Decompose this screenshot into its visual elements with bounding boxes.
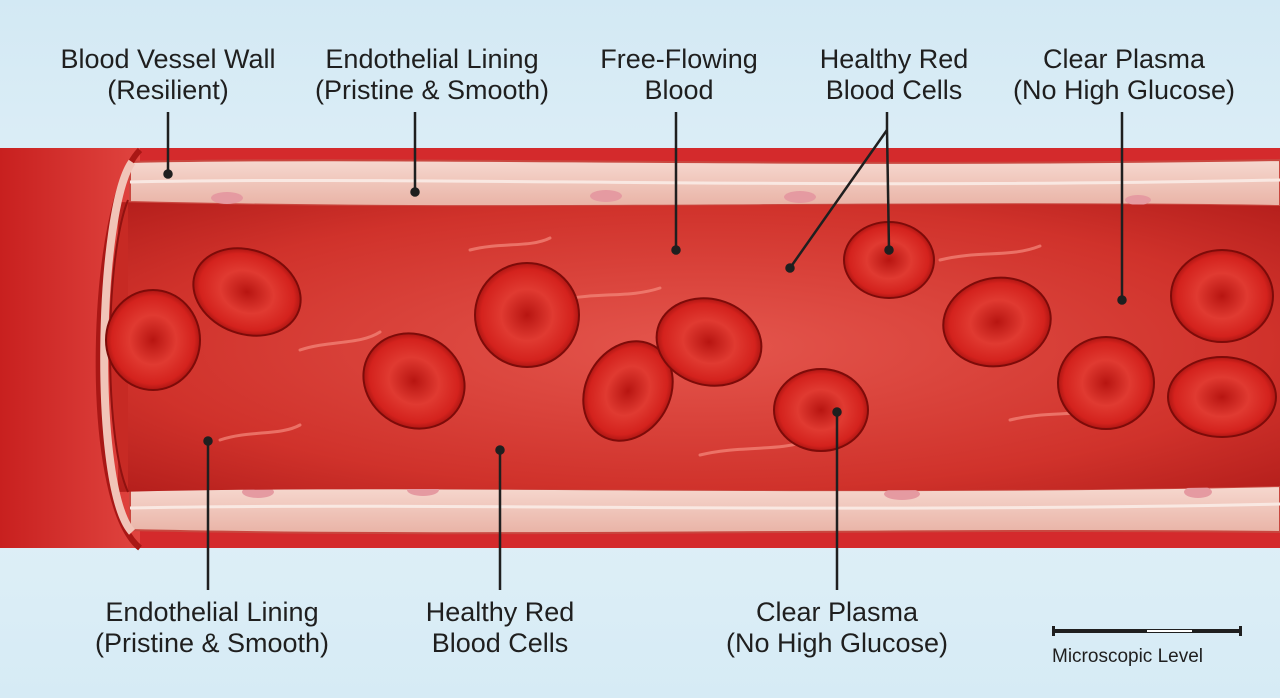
label-endothelial-top-line2: (Pristine & Smooth) <box>314 75 550 105</box>
label-vessel-wall: Blood Vessel Wall (Resilient) <box>60 44 275 106</box>
red-blood-cell <box>773 368 869 452</box>
red-blood-cell <box>582 340 674 442</box>
label-rbc-bottom: Healthy Red Blood Cells <box>426 597 575 659</box>
leader-lines <box>163 112 1127 590</box>
scale-bar-label: Microscopic Level <box>1052 646 1203 667</box>
label-vessel-wall-line1: Blood Vessel Wall <box>60 44 276 74</box>
label-plasma-bottom-line2: (No High Glucose) <box>725 628 949 658</box>
red-blood-cell <box>362 332 466 430</box>
label-free-flowing-line2: Blood <box>644 75 714 105</box>
label-rbc-top: Healthy Red Blood Cells <box>820 44 969 106</box>
red-blood-cell <box>1170 249 1274 343</box>
label-plasma-bottom-line1: Clear Plasma <box>755 597 919 627</box>
label-rbc-top-line2: Blood Cells <box>825 75 963 105</box>
red-blood-cell <box>192 247 302 337</box>
label-plasma-top-line2: (No High Glucose) <box>1012 75 1236 105</box>
label-rbc-bottom-line1: Healthy Red <box>425 597 575 627</box>
label-endothelial-bottom-line1: Endothelial Lining <box>105 597 319 627</box>
red-blood-cell <box>1167 356 1277 438</box>
label-plasma-top-line1: Clear Plasma <box>1042 44 1206 74</box>
red-blood-cell <box>1057 336 1155 430</box>
label-endothelial-bottom-line2: (Pristine & Smooth) <box>94 628 330 658</box>
label-endothelial-top: Endothelial Lining (Pristine & Smooth) <box>315 44 549 106</box>
red-blood-cell <box>474 262 580 368</box>
label-plasma-bottom: Clear Plasma (No High Glucose) <box>726 597 948 659</box>
label-free-flowing: Free-Flowing Blood <box>600 44 758 106</box>
red-blood-cell <box>942 276 1052 368</box>
label-rbc-bottom-line2: Blood Cells <box>431 628 569 658</box>
label-plasma-top: Clear Plasma (No High Glucose) <box>1013 44 1235 106</box>
label-endothelial-top-line1: Endothelial Lining <box>325 44 539 74</box>
label-rbc-top-line1: Healthy Red <box>819 44 969 74</box>
label-free-flowing-line1: Free-Flowing <box>600 44 758 74</box>
red-blood-cells <box>105 221 1277 452</box>
red-blood-cell <box>655 297 763 387</box>
scale-bar-graphic <box>1052 626 1242 636</box>
label-endothelial-bottom: Endothelial Lining (Pristine & Smooth) <box>95 597 329 659</box>
label-vessel-wall-line2: (Resilient) <box>107 75 229 105</box>
red-blood-cell <box>105 289 201 391</box>
